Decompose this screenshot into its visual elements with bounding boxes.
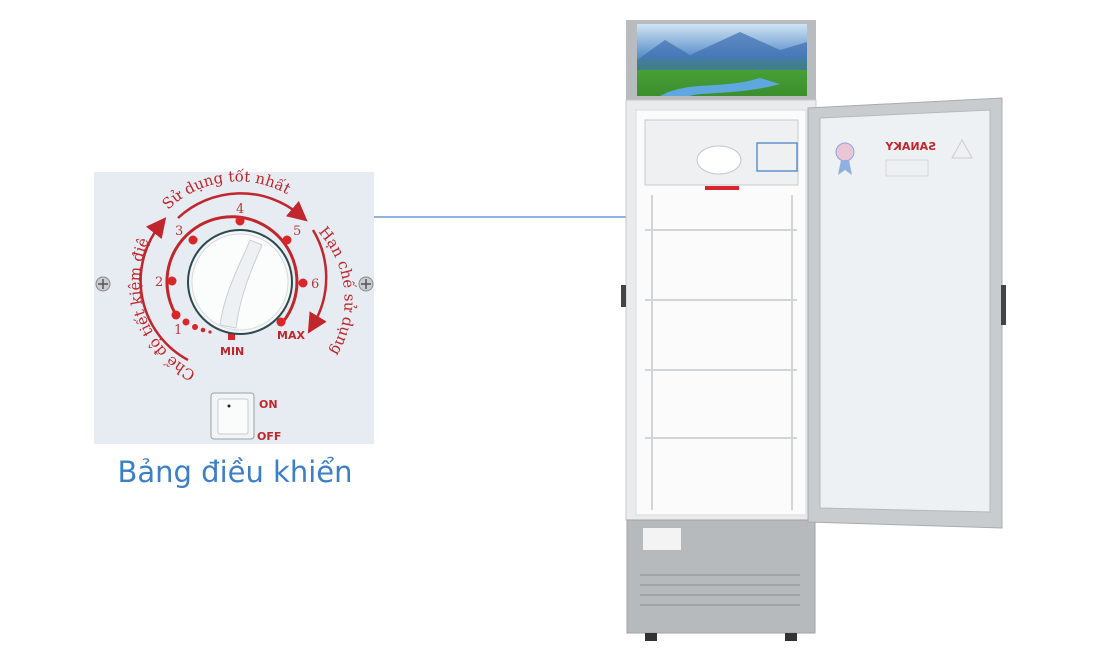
fridge: SANAKY: [621, 20, 1006, 641]
dial-dots: [167, 216, 308, 340]
award-badge-icon: [835, 142, 855, 162]
temperature-knob[interactable]: [187, 229, 293, 335]
shelves: [645, 195, 797, 510]
callout-box: [756, 142, 798, 172]
fridge-door[interactable]: SANAKY: [807, 97, 1006, 529]
brand-logo: SANAKY: [884, 140, 936, 153]
power-switch[interactable]: [210, 392, 255, 440]
dial-number-4: 4: [236, 202, 244, 217]
dial-number-1: 1: [174, 323, 182, 338]
arrow-left-arc: [139, 217, 189, 362]
dial-number-3: 3: [175, 224, 183, 239]
min-label: MIN: [220, 345, 244, 358]
arrow-top-arc: [177, 192, 308, 222]
dial-ring: [165, 215, 299, 323]
dial-number-2: 2: [155, 275, 163, 290]
screw-left-icon: [95, 276, 111, 292]
switch-off-label: OFF: [257, 430, 281, 443]
warning-triangle-icon: [951, 138, 973, 159]
control-panel-caption: Bảng điều khiển: [117, 455, 353, 489]
dial-number-5: 5: [293, 224, 301, 239]
max-label: MAX: [277, 329, 305, 342]
control-panel: Chế độ tiết kiệm điện Sử dụng tốt nhất H…: [0, 0, 374, 444]
fan-icon: [696, 145, 742, 175]
screw-right-icon: [358, 276, 374, 292]
dial-number-6: 6: [311, 277, 319, 292]
arrow-right-arc: [307, 229, 328, 334]
switch-on-label: ON: [259, 398, 278, 411]
